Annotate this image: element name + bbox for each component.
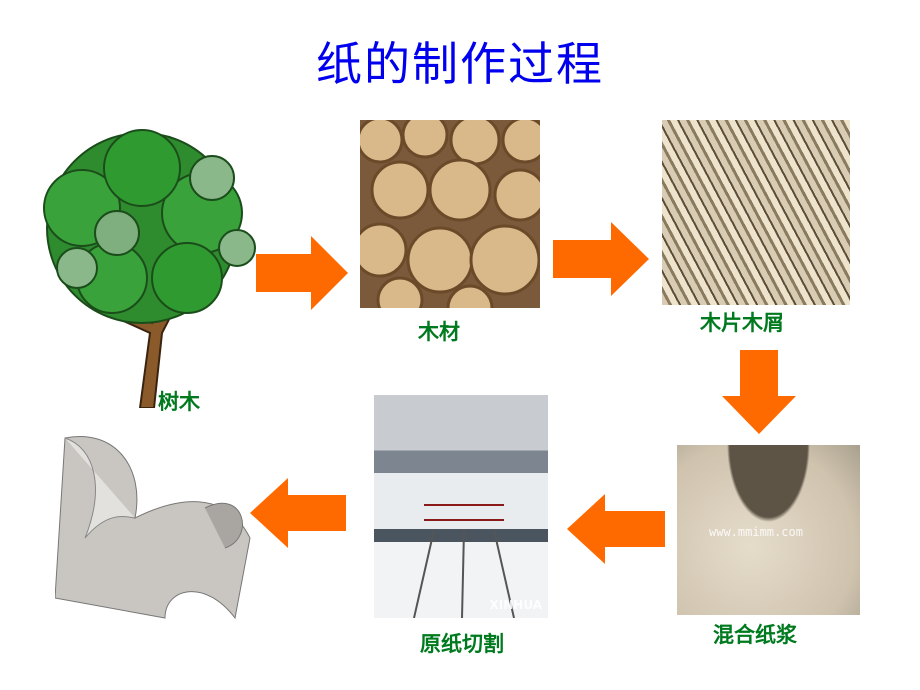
- wood-chips-image: [662, 120, 850, 305]
- arrow-down-icon: [722, 350, 796, 434]
- arrow-right-icon: [256, 236, 348, 310]
- step-label-pulp: 混合纸浆: [713, 623, 797, 647]
- arrow-left-icon: [567, 494, 665, 564]
- page-title: 纸的制作过程: [316, 37, 604, 91]
- arrow-left-icon: [250, 478, 346, 548]
- pulp-watermark: www.mmimm.com: [709, 525, 803, 539]
- step-label-paper-cutting: 原纸切割: [420, 632, 504, 656]
- step-label-logs: 木材: [418, 320, 460, 344]
- step-label-tree: 树木: [158, 390, 200, 414]
- pulp-image: www.mmimm.com: [677, 445, 860, 615]
- tree-image: [43, 129, 256, 408]
- paper-cutting-image: XINHUA: [374, 395, 548, 618]
- step-label-wood-chips: 木片木屑: [700, 311, 784, 335]
- xinhua-watermark: XINHUA: [489, 598, 542, 612]
- paper-sheet-image: [55, 436, 251, 620]
- arrow-right-icon: [553, 222, 649, 296]
- logs-image: [360, 120, 540, 308]
